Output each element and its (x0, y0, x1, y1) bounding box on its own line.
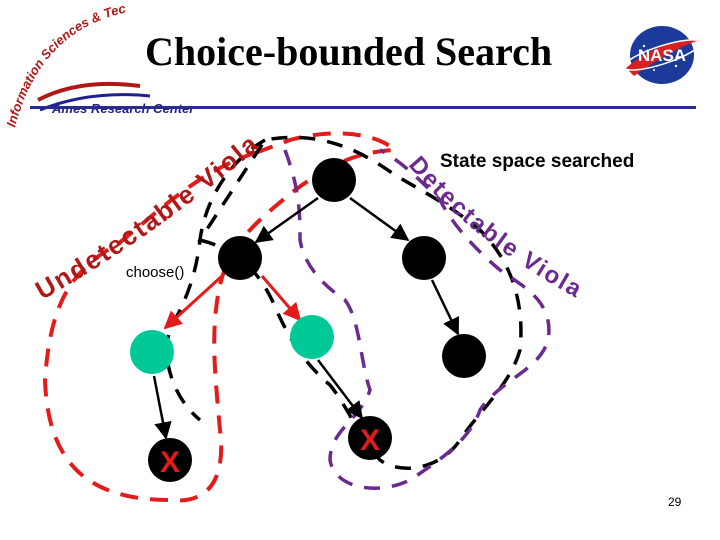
root-node (312, 158, 356, 202)
choice-node (218, 236, 262, 280)
page-number: 29 (668, 495, 682, 509)
nasa-logo-text: NASA (638, 46, 686, 65)
choice-edge-right (260, 275, 302, 322)
choice-edge-left (163, 274, 224, 330)
state-space-region-outline (165, 135, 523, 470)
edge-teal-left-to-x (152, 375, 172, 440)
error-marker-right: X (360, 424, 380, 457)
choice-right-node (290, 315, 334, 359)
error-node-right (348, 416, 392, 460)
edge-right-to-lower (430, 279, 460, 336)
right-node (402, 236, 446, 280)
undetectable-region-outline (42, 131, 401, 503)
edge-teal-right-to-x (317, 359, 364, 420)
error-marker-left: X (160, 446, 180, 479)
title-rule (30, 106, 696, 109)
page-title: Choice-bounded Search (145, 29, 553, 74)
lower-right-node (442, 334, 486, 378)
choose-function-label: choose() (126, 264, 185, 281)
error-node-left (148, 438, 192, 482)
edge-root-left (254, 196, 319, 244)
state-space-label: State space searched (440, 151, 635, 172)
nasa-logo: NASA (623, 26, 701, 84)
choice-left-node (130, 330, 174, 374)
edge-root-right (349, 196, 410, 242)
